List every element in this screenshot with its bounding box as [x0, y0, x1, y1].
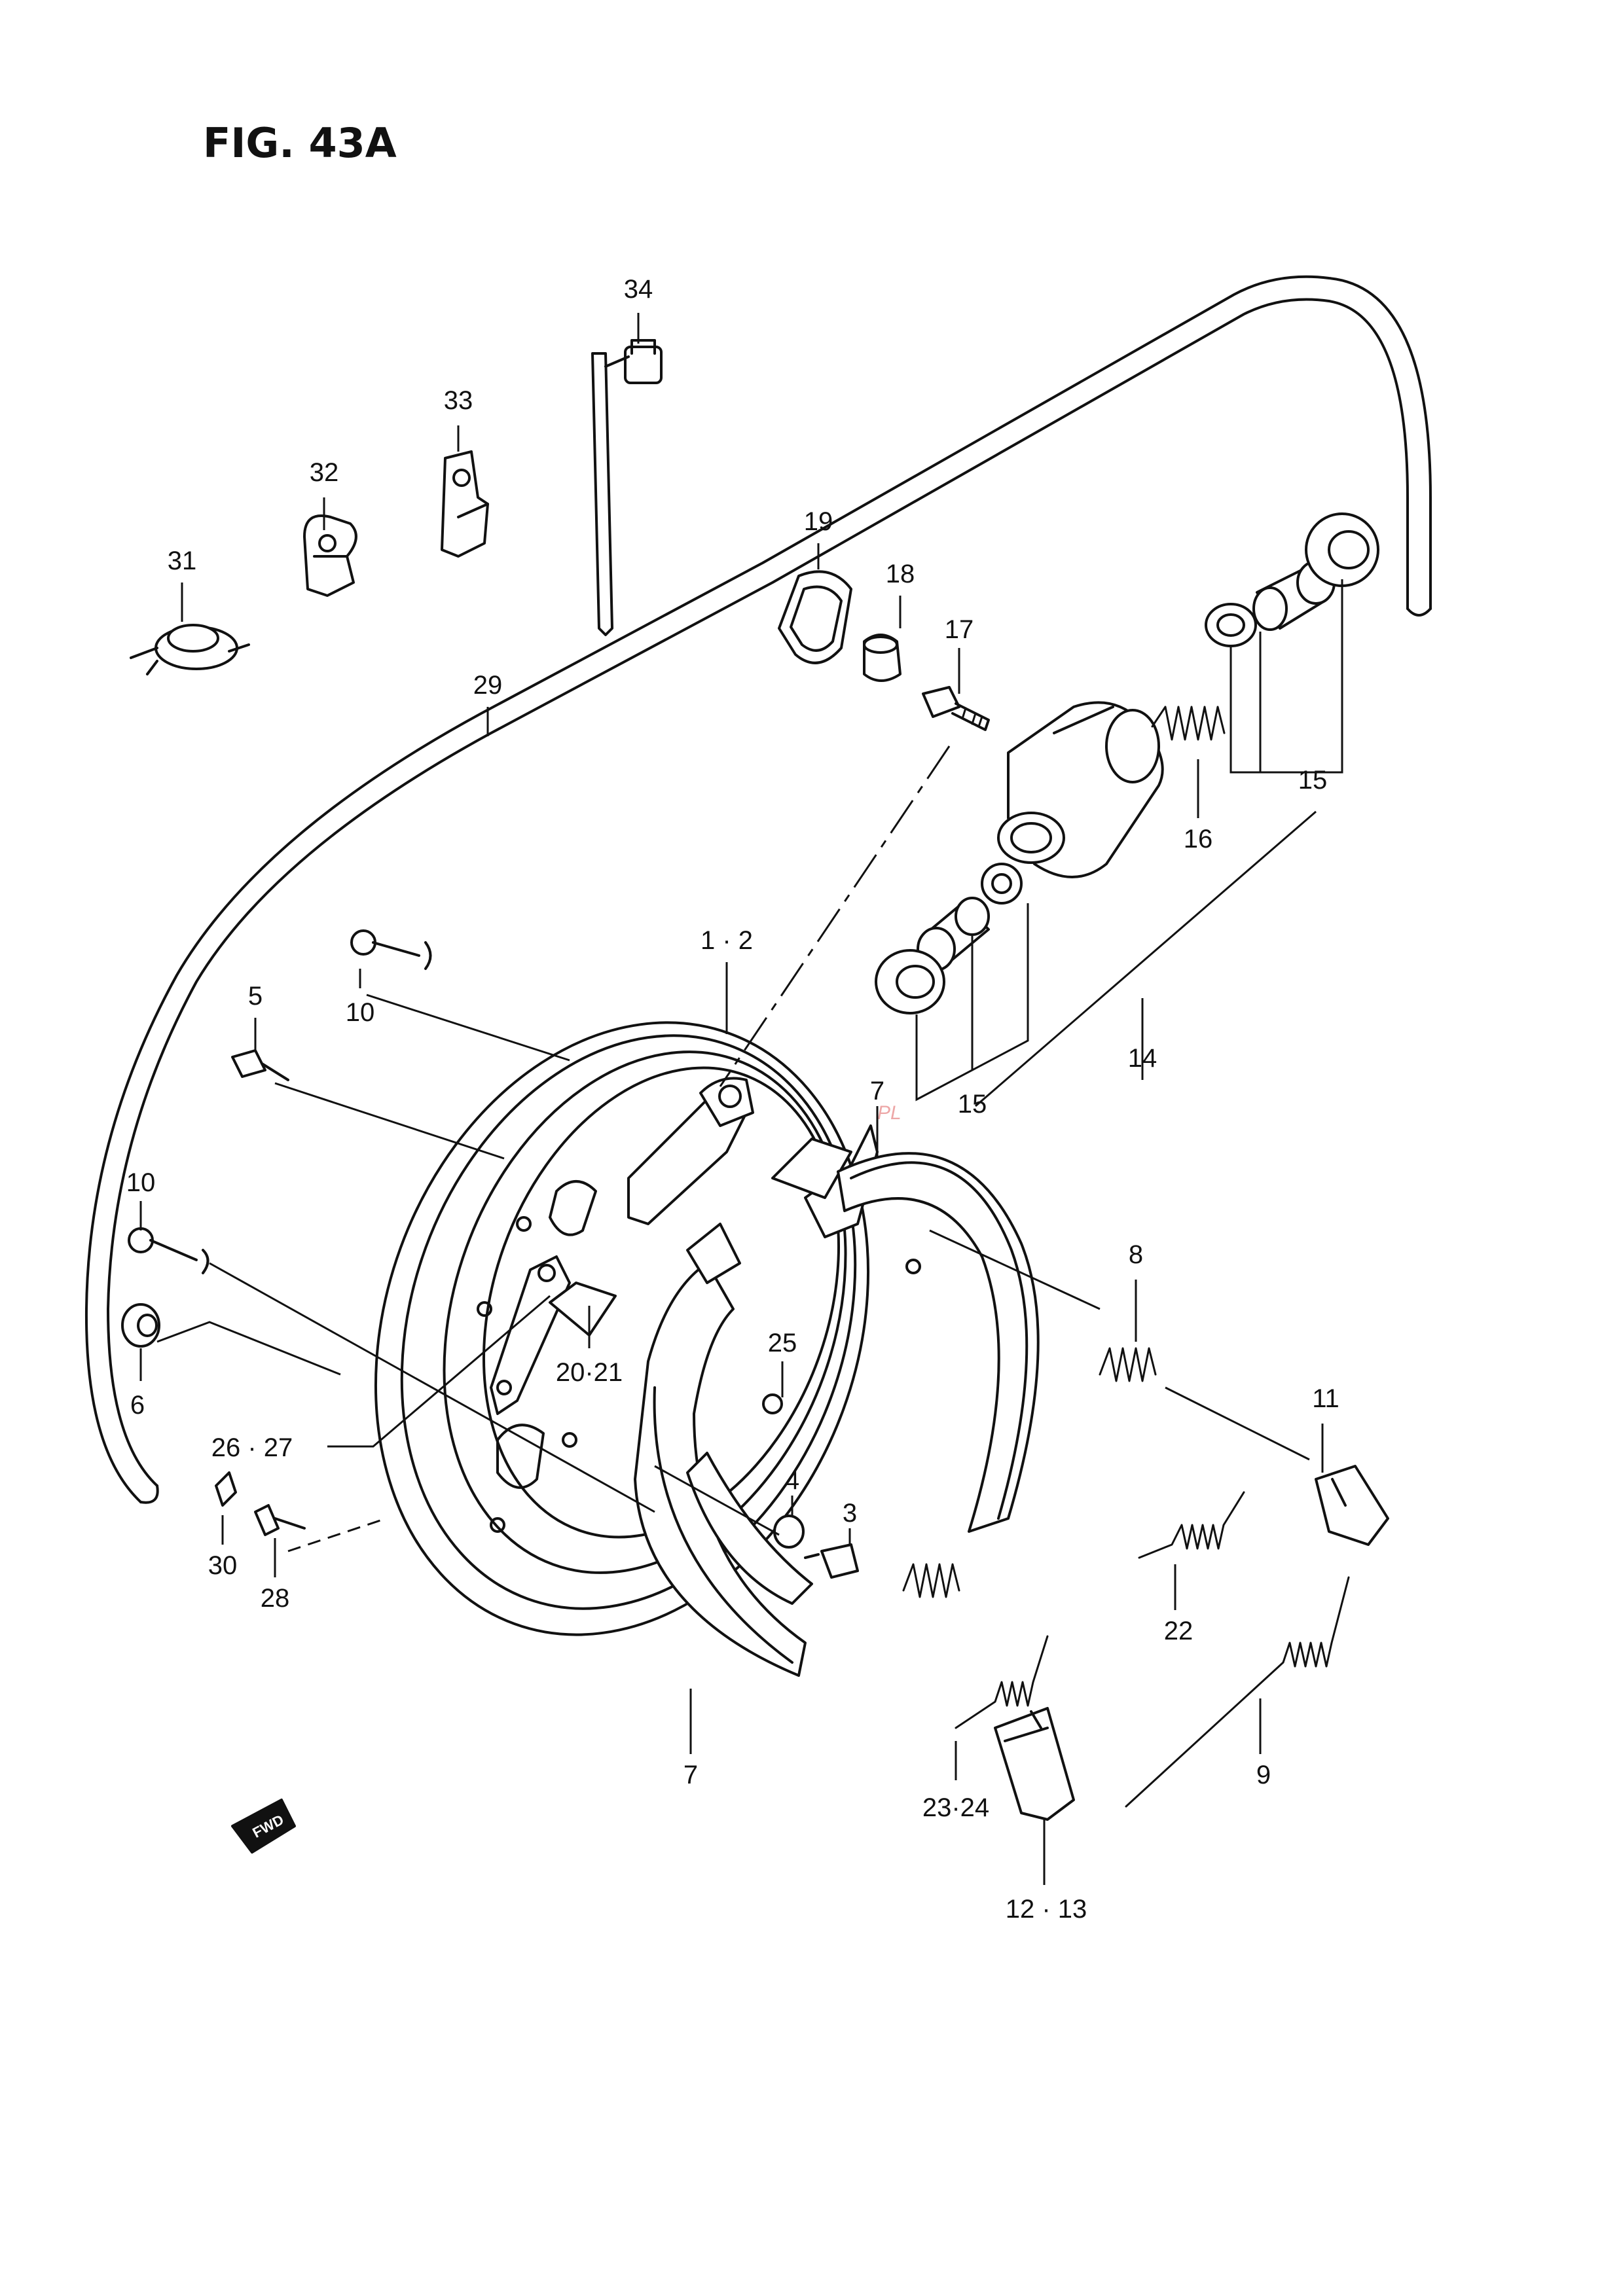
callout-32: 32	[310, 458, 339, 487]
boot-15-upper	[1305, 512, 1379, 587]
strut-20-21	[549, 1077, 754, 1336]
callout-34: 34	[624, 275, 653, 304]
hold-down-pin-10-top	[350, 929, 432, 970]
callout-20-21: 20·21	[556, 1358, 623, 1387]
clip-32	[303, 514, 357, 597]
callout-3: 3	[843, 1499, 857, 1528]
callout-14: 14	[1128, 1044, 1157, 1073]
clip-30	[215, 1471, 237, 1507]
leader-lines	[139, 313, 1343, 1885]
callout-33: 33	[444, 386, 473, 415]
boot-15-lower	[875, 949, 945, 1014]
washer-4	[773, 1515, 805, 1549]
callout-31: 31	[168, 547, 197, 575]
callout-1-2: 1 · 2	[701, 926, 753, 955]
fwd-arrow-icon: FWD	[231, 1799, 296, 1854]
brake-shoe-7-upper	[771, 1124, 1040, 1533]
callout-16: 16	[1184, 825, 1213, 853]
callout-23-24: 23·24	[922, 1793, 989, 1822]
callout-8: 8	[1129, 1240, 1143, 1269]
cup-15-upper	[1205, 603, 1257, 647]
callout-17: 17	[945, 615, 974, 644]
figure-title: FIG. 43A	[203, 119, 397, 167]
bolt-3	[804, 1543, 859, 1579]
callout-15-bottom: 15	[958, 1090, 987, 1119]
spring-16	[1151, 706, 1226, 741]
callout-10-left: 10	[126, 1168, 156, 1197]
callout-28: 28	[261, 1584, 290, 1613]
bleeder-cap-18	[863, 634, 902, 682]
spring-lower-return	[902, 1563, 960, 1598]
callout-10-top: 10	[346, 998, 375, 1027]
spring-8	[1099, 1347, 1157, 1382]
callout-19: 19	[804, 507, 833, 536]
clip-11	[1315, 1465, 1389, 1546]
callout-9: 9	[1256, 1761, 1271, 1789]
callout-25: 25	[768, 1329, 797, 1357]
brake-pipe-29	[84, 275, 1432, 1504]
plug-6	[121, 1303, 160, 1348]
callout-5: 5	[248, 982, 263, 1011]
callout-6: 6	[130, 1391, 145, 1420]
bleeder-screw-17	[922, 686, 990, 731]
callout-26-27: 26 · 27	[211, 1433, 293, 1462]
callout-30: 30	[208, 1551, 238, 1580]
callout-7-top: 7	[870, 1077, 884, 1105]
bleeder-cap-19	[778, 570, 852, 664]
cup-15-lower	[981, 863, 1023, 905]
backing-plate-1-2	[374, 1021, 870, 1636]
watermark: PL	[877, 1102, 902, 1124]
bolt-5	[231, 1049, 289, 1081]
callout-22: 22	[1164, 1617, 1193, 1645]
callout-11: 11	[1312, 1384, 1339, 1413]
callout-29: 29	[473, 671, 503, 700]
spring-23-24	[955, 1635, 1049, 1729]
clip-33	[441, 450, 489, 558]
callout-18: 18	[886, 560, 915, 588]
bleeder-28	[254, 1504, 306, 1536]
clip-31	[130, 624, 250, 675]
spring-9	[1125, 1576, 1350, 1808]
callout-7-bottom: 7	[683, 1761, 698, 1789]
hold-down-pin-10-left	[128, 1227, 209, 1274]
callout-12-13: 12 · 13	[1006, 1895, 1087, 1924]
brake-shoe-7-lower	[634, 1223, 813, 1677]
callout-4: 4	[785, 1466, 799, 1495]
clip-34	[591, 339, 663, 636]
callouts: 34 33 32 31 29 19 18 17 16 15 15 14 1 · …	[126, 275, 1339, 1924]
adjuster-12-13	[994, 1707, 1075, 1821]
callout-15-top: 15	[1298, 766, 1328, 795]
spring-22	[1138, 1491, 1245, 1559]
wheel-cylinder-14	[997, 701, 1164, 878]
nut-25	[762, 1393, 783, 1414]
